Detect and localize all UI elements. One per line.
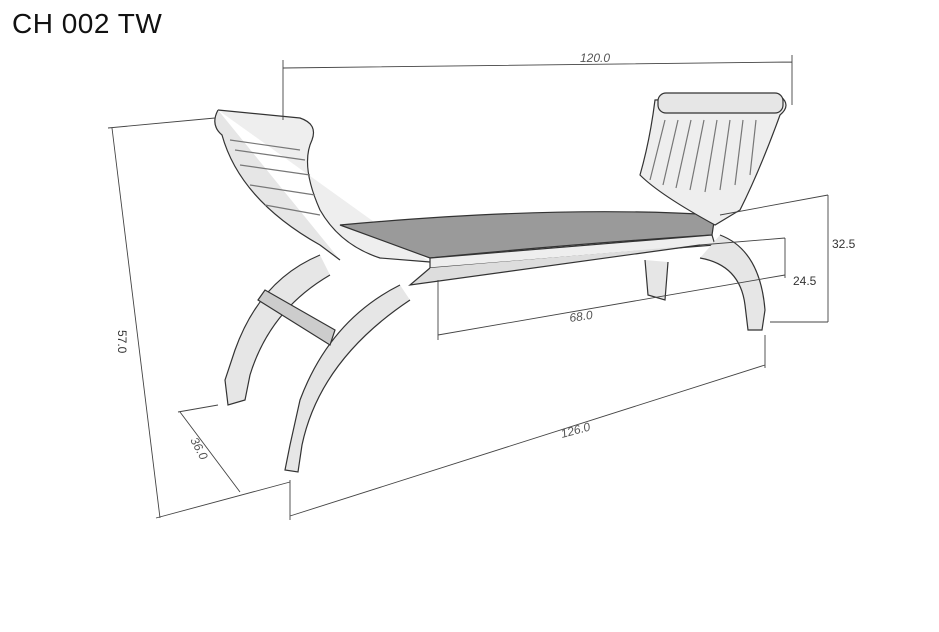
dim-length-base: 126.0 [559, 420, 592, 441]
dim-depth: 36.0 [187, 435, 210, 462]
bench-drawing [214, 92, 787, 473]
dim-arm-height: 32.5 [832, 237, 856, 251]
dimension-lines [107, 55, 829, 520]
dim-seat-length: 68.0 [568, 308, 593, 325]
dim-width-top: 120.0 [580, 51, 610, 65]
dim-seat-height: 24.5 [793, 274, 817, 288]
dim-height-total: 57.0 [115, 330, 129, 354]
product-title: CH 002 TW [12, 8, 163, 39]
